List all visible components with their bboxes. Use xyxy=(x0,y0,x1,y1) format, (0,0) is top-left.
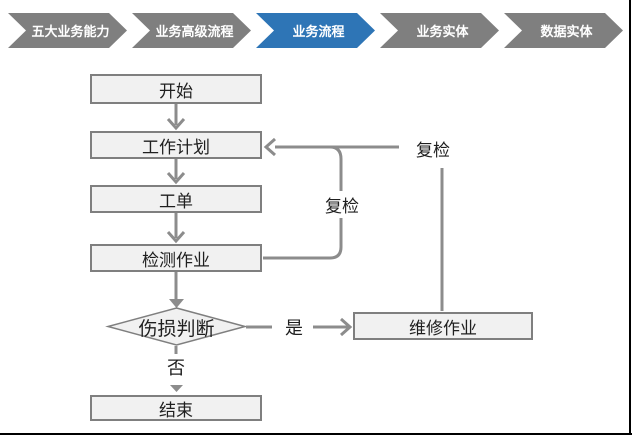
edge-label-recheck-inspect: 复检 xyxy=(325,196,359,216)
arrowhead-plan-order xyxy=(166,172,186,185)
arrowhead-decision-end xyxy=(170,385,183,392)
breadcrumb-item-high-level-process[interactable]: 业务高级流程 xyxy=(132,13,251,48)
node-end: 结束 xyxy=(90,395,262,421)
arrowhead-inspect-decision xyxy=(169,299,184,308)
node-decision-label: 伤损判断 xyxy=(138,318,215,340)
page-bottom-border xyxy=(0,433,632,435)
arrowhead-order-inspect xyxy=(166,231,186,244)
edge-inspect-plan-a xyxy=(263,218,343,260)
arrowhead-into-plan xyxy=(263,137,276,157)
edge-inspect-plan-b xyxy=(329,145,343,191)
breadcrumb-item-five-capabilities[interactable]: 五大业务能力 xyxy=(8,13,127,48)
breadcrumb-item-data-entity[interactable]: 数据实体 xyxy=(504,13,623,48)
breadcrumb-item-business-process-active[interactable]: 业务流程 xyxy=(256,13,375,48)
page-right-border xyxy=(629,0,631,435)
breadcrumb: 五大业务能力 业务高级流程 业务流程 业务实体 数据实体 xyxy=(8,13,623,48)
arrowhead-start-plan xyxy=(166,118,186,131)
node-repair-job: 维修作业 xyxy=(353,312,533,340)
node-start: 开始 xyxy=(90,74,262,104)
node-inspection-job: 检测作业 xyxy=(90,244,262,272)
edge-label-recheck-repair: 复检 xyxy=(416,140,450,160)
breadcrumb-item-business-entity[interactable]: 业务实体 xyxy=(380,13,499,48)
node-work-plan: 工作计划 xyxy=(90,131,262,159)
edge-label-yes: 是 xyxy=(285,318,303,338)
arrowhead-decision-repair xyxy=(340,317,353,337)
node-work-order: 工单 xyxy=(90,185,262,213)
edge-label-no: 否 xyxy=(167,358,185,378)
